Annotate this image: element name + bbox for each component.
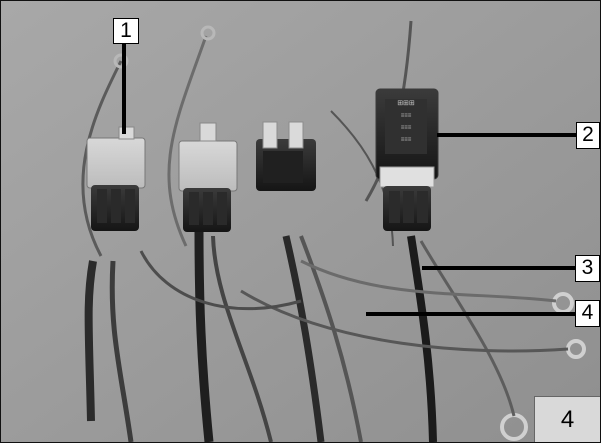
- svg-text:≡≡≡: ≡≡≡: [401, 137, 412, 143]
- svg-text:≡≡≡: ≡≡≡: [401, 125, 412, 131]
- callout-1: 1: [113, 18, 139, 44]
- figure-number-badge: 4: [534, 396, 600, 442]
- svg-text:≡≡≡: ≡≡≡: [401, 113, 412, 119]
- svg-text:⊞⊞⊞: ⊞⊞⊞: [397, 100, 415, 107]
- callout-4: 4: [575, 300, 600, 327]
- callout-3: 3: [575, 255, 600, 282]
- callout-2: 2: [576, 122, 600, 149]
